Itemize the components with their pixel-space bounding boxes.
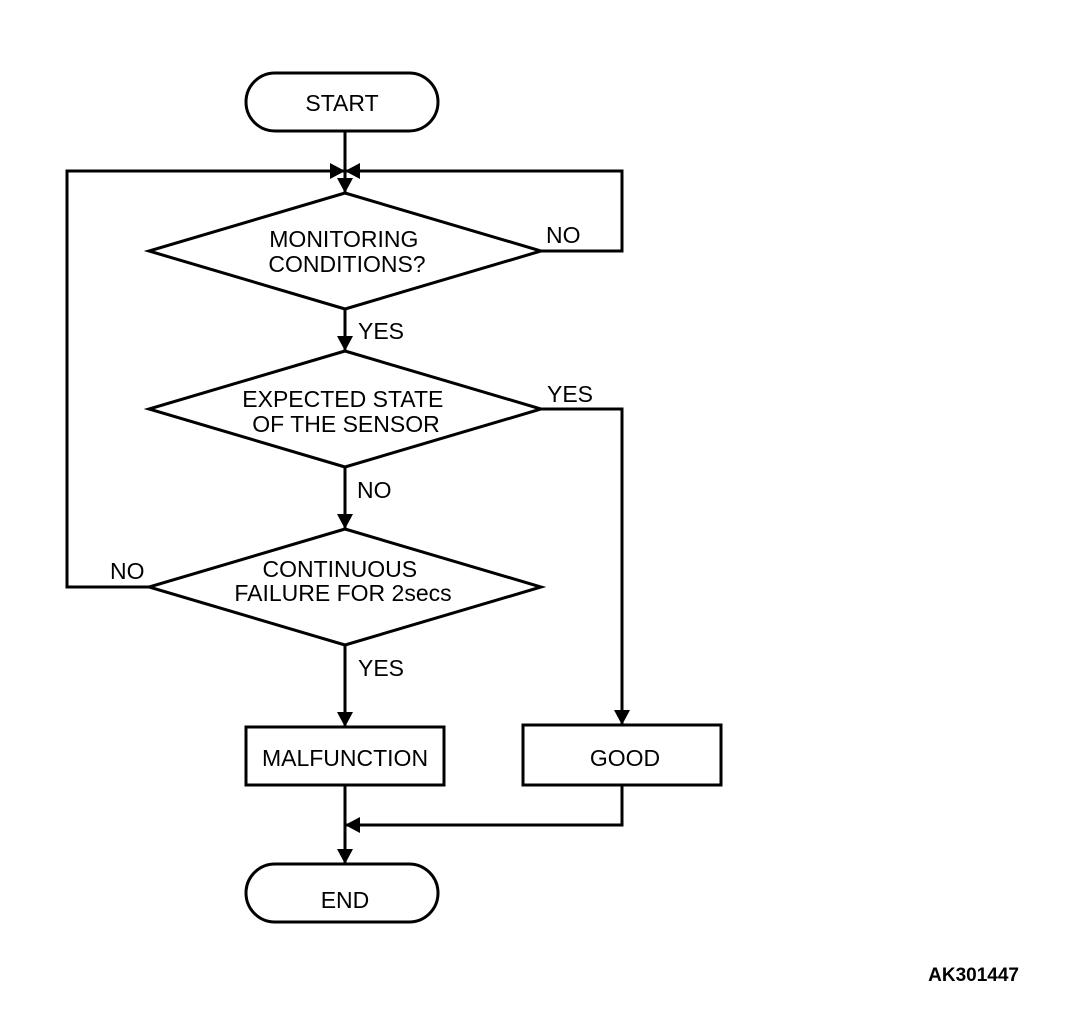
process-good-label: GOOD xyxy=(590,745,660,771)
decision-expected-label: EXPECTED STATE OF THE SENSOR xyxy=(242,386,449,437)
connector-expected-yes xyxy=(541,407,624,725)
process-good xyxy=(521,723,723,787)
arrowhead-into-monitoring xyxy=(337,178,353,193)
decision-continuous-line-2: FAILURE FOR 2secs xyxy=(234,580,451,606)
connector-continuous-no-loop xyxy=(65,169,345,589)
arrowhead-into-malfunction xyxy=(337,712,353,727)
decision-continuous-label: CONTINUOUS FAILURE FOR 2secs xyxy=(234,556,451,606)
end-terminal xyxy=(244,862,440,924)
edge-monitoring-yes-label: YES xyxy=(358,318,404,344)
arrowhead-continuous-no-loop xyxy=(330,163,345,179)
edge-continuous-yes-label: YES xyxy=(358,655,404,681)
decision-monitoring-line-1: MONITORING xyxy=(269,226,418,252)
figure-code: AK301447 xyxy=(928,965,1019,986)
arrowhead-into-good xyxy=(614,710,630,725)
connector-good-to-end xyxy=(345,785,624,827)
connector-monitoring-no-loop xyxy=(345,169,624,253)
edge-continuous-no-label: NO xyxy=(110,558,145,584)
edge-expected-no-label: NO xyxy=(357,477,392,503)
decision-continuous-line-1: CONTINUOUS xyxy=(262,556,417,582)
decision-monitoring-label: MONITORING CONDITIONS? xyxy=(268,226,425,277)
arrowhead-into-expected xyxy=(337,336,353,351)
edge-monitoring-no-label: NO xyxy=(546,222,581,248)
end-label: END xyxy=(321,887,370,913)
arrowhead-into-continuous xyxy=(337,514,353,529)
decision-expected-line-2: OF THE SENSOR xyxy=(252,411,439,437)
process-malfunction-label: MALFUNCTION xyxy=(262,745,428,771)
start-terminal xyxy=(244,71,440,133)
decision-monitoring-line-2: CONDITIONS? xyxy=(268,251,425,277)
arrowhead-monitoring-no-loop xyxy=(345,163,360,179)
arrowhead-good-merge xyxy=(345,817,360,833)
edge-expected-yes-label: YES xyxy=(547,381,593,407)
arrowhead-into-end xyxy=(337,849,353,864)
decision-expected-line-1: EXPECTED STATE xyxy=(242,386,443,412)
start-label: START xyxy=(305,90,378,116)
